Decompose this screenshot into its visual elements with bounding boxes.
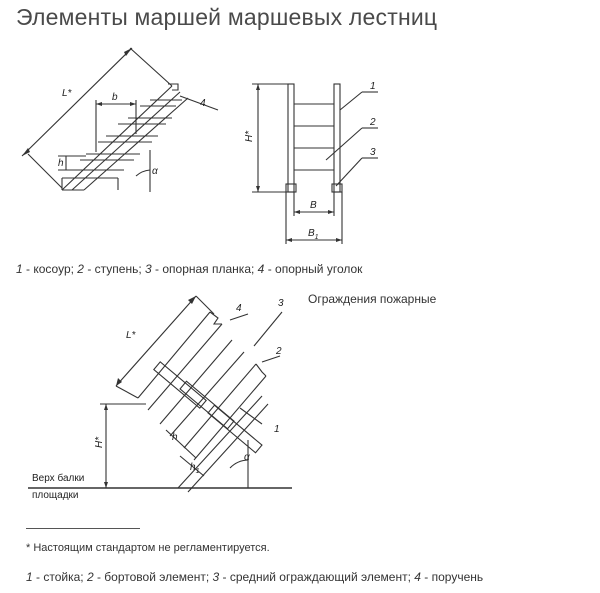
fig3-callout-1: 1: [274, 424, 280, 435]
fig2-width-label: B: [310, 200, 317, 211]
section-title-fire-railings: Ограждения пожарные: [308, 292, 437, 306]
legend1-num-1: 1: [16, 262, 23, 276]
legend1-text-4: - опорный уголок: [264, 262, 363, 276]
fig3-h1-label: h1: [190, 462, 200, 475]
legend2-text-4: - поручень: [420, 570, 484, 584]
legend2-num-3: 3: [212, 570, 220, 584]
page-title: Элементы маршей маршевых лестниц: [16, 4, 438, 30]
footnote-divider: [26, 528, 140, 529]
fig2-callout-1: 1: [370, 81, 376, 92]
fig1-tread-label: b: [112, 92, 118, 103]
fig3-callout-4: 4: [236, 303, 242, 314]
legend-stair-elements: 1 - косоур; 2 - ступень; 3 - опорная пла…: [16, 262, 362, 276]
legend2-text-1: - стойка;: [32, 570, 87, 584]
fig3-height-label: H*: [94, 436, 105, 448]
legend2-text-3: - средний ограждающий элемент;: [219, 570, 415, 584]
footnote: * Настоящим стандартом не регламентирует…: [26, 542, 270, 554]
legend-railing-elements: 1 - стойка; 2 - бортовой элемент; 3 - ср…: [26, 570, 483, 584]
fig3-angle-label: α: [244, 452, 250, 463]
legend1-text-3: - опорная планка;: [151, 262, 258, 276]
fig2-height-label: H*: [244, 130, 255, 142]
fig1-length-label: L*: [62, 88, 73, 99]
legend2-num-2: 2: [86, 570, 94, 584]
fig2-callout-3: 3: [370, 147, 376, 158]
legend1-text-1: - косоур;: [22, 262, 78, 276]
fig3-callout-2: 2: [275, 346, 282, 357]
fig1-angle-label: α: [152, 166, 158, 177]
legend1-num-4: 4: [257, 262, 265, 276]
legend2-num-4: 4: [414, 570, 421, 584]
fig1-callout-4: 4: [200, 98, 206, 109]
fig1-riser-label: h: [58, 158, 64, 169]
fig2-callout-2: 2: [369, 117, 376, 128]
fig3-length-label: L*: [126, 330, 137, 341]
fig3-beam-top-label: Верх балки: [32, 472, 84, 484]
fig3-platform-label: площадки: [32, 490, 79, 501]
legend1-num-2: 2: [77, 262, 84, 276]
legend2-num-1: 1: [26, 570, 33, 584]
legend1-num-3: 3: [145, 262, 152, 276]
fig2-total-width-label: B1: [308, 228, 319, 241]
fig3-h-label: h: [172, 432, 178, 443]
fig3-callout-3: 3: [278, 298, 284, 309]
legend2-text-2: - бортовой элемент;: [93, 570, 213, 584]
legend1-text-2: - ступень;: [83, 262, 145, 276]
